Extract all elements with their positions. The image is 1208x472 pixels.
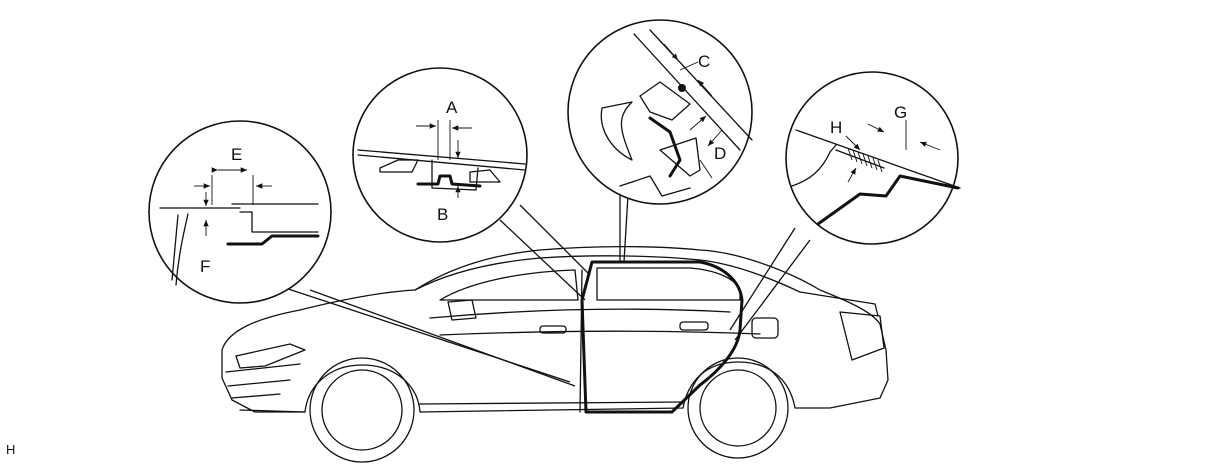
dim-d-arrow-bottom	[707, 129, 723, 147]
rear-door-outline	[580, 260, 744, 414]
side-moulding	[439, 330, 761, 336]
detail-circle-gh-frame	[785, 71, 959, 245]
dim-g-arrow-left	[867, 123, 885, 133]
leader-c2	[623, 194, 629, 263]
detail-ef-moulding	[239, 211, 319, 233]
front-door-seam	[579, 269, 583, 413]
detail-gh-hatching	[847, 147, 883, 173]
leader-a2	[519, 204, 591, 276]
figure-id-label: H	[6, 442, 16, 457]
callout-b: B	[437, 205, 448, 224]
callout-c: C	[698, 52, 710, 71]
rocker-panel	[239, 401, 684, 413]
rear-wheel	[687, 357, 789, 459]
detail-ab-bracket	[431, 159, 479, 191]
leader-e2	[309, 289, 576, 387]
leader-a	[499, 219, 586, 301]
detail-cd-dot	[678, 84, 686, 92]
detail-circle-ab: A B	[352, 67, 528, 243]
detail-cd-lower-seal	[619, 175, 691, 197]
fuel-lid	[751, 317, 779, 339]
headlight	[235, 343, 306, 369]
front-wheel-rim	[321, 369, 403, 451]
dim-g-arrow-right	[919, 141, 941, 151]
dim-d-arrow-top	[689, 115, 707, 131]
leader-g	[729, 227, 796, 331]
detail-cd-channel	[659, 137, 701, 177]
front-wheel	[309, 357, 415, 463]
callout-f: F	[200, 257, 210, 276]
belt-line	[429, 308, 731, 319]
detail-circle-cd: C D	[567, 19, 753, 205]
detail-ab-clip-left	[379, 159, 419, 173]
detail-ab-roof	[357, 149, 526, 171]
callout-a: A	[446, 98, 458, 117]
dim-c-arrow-top	[663, 43, 679, 61]
tail-light	[839, 311, 885, 361]
detail-circle-ef: E F	[148, 120, 332, 304]
side-mirror	[447, 299, 477, 321]
detail-ef-panel	[175, 213, 189, 286]
dim-c-leader	[679, 61, 699, 71]
rear-wheel-rim	[699, 369, 777, 447]
callout-h: H	[830, 118, 842, 137]
detail-cd-frame-bold	[648, 116, 682, 178]
detail-circle-ab-frame	[352, 67, 528, 243]
detail-circle-cd-frame	[567, 19, 753, 205]
car-illustration	[221, 245, 889, 463]
callout-e: E	[231, 145, 242, 164]
side-window	[439, 269, 579, 301]
dim-h-arrow-top	[845, 135, 861, 151]
car-body-outline	[221, 245, 889, 413]
detail-cd-retainer	[639, 81, 691, 121]
leader-lines	[169, 194, 811, 387]
leader-g2	[734, 239, 811, 341]
rear-window	[596, 267, 741, 301]
detail-ef-lines	[159, 207, 241, 281]
dim-d-ext	[699, 159, 713, 179]
callout-g: G	[894, 103, 907, 122]
dim-c-arrow-bottom	[697, 79, 713, 97]
rear-door-handle	[679, 321, 709, 331]
detail-gh-seal	[816, 174, 960, 226]
front-bumper	[225, 363, 301, 399]
detail-ab-clip-right	[469, 169, 501, 183]
detail-cd-line1	[633, 33, 741, 151]
detail-circle-gh: G H	[785, 71, 961, 245]
detail-gh-top-line	[795, 129, 961, 189]
detail-gh-curve	[791, 144, 837, 187]
callout-d: D	[714, 144, 726, 163]
roof-line	[414, 255, 801, 293]
dim-h-arrow-bottom	[847, 167, 857, 183]
detail-cd-weatherstrip	[600, 101, 633, 161]
detail-ef-seal	[226, 234, 320, 246]
front-door-handle	[539, 325, 567, 334]
detail-ab-moulding	[416, 174, 482, 188]
trunk-lid	[799, 291, 879, 317]
